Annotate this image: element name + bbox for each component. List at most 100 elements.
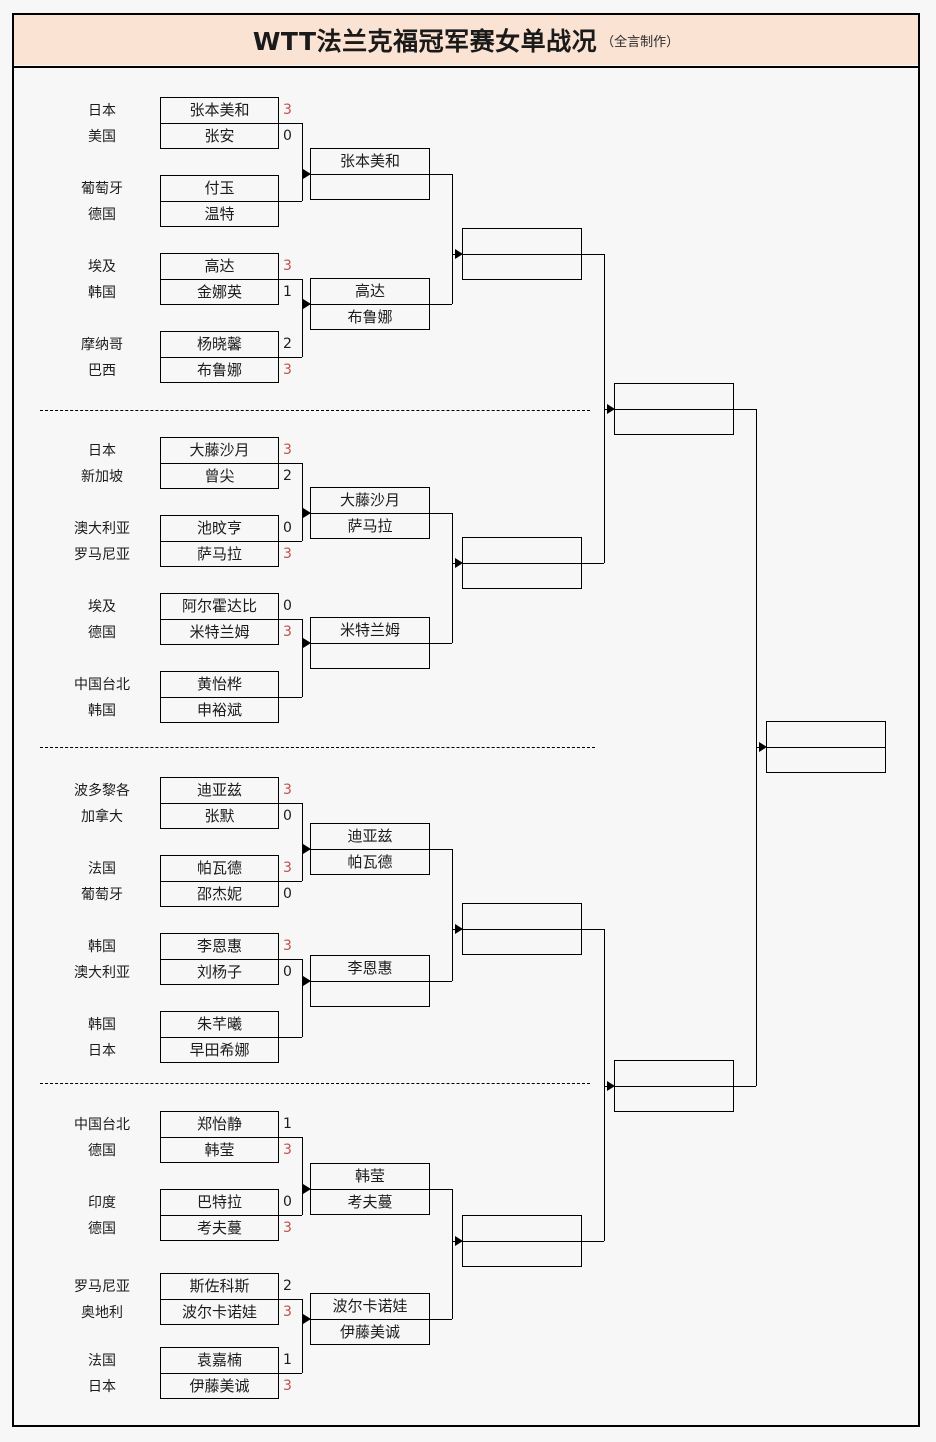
connector-line [279, 541, 302, 542]
round2-runnerup-cell: 萨马拉 [310, 513, 430, 539]
round1-score: 0 [283, 964, 292, 980]
connector-line [452, 563, 455, 564]
connector-line [430, 174, 452, 175]
round1-player-cell: 伊藤美诚 [160, 1373, 279, 1399]
round1-player-cell: 温特 [160, 201, 279, 227]
final-runnerup-cell [766, 747, 886, 773]
title-divider [14, 66, 918, 68]
round4-runnerup-cell [614, 409, 734, 435]
title-banner: WTT法兰克福冠军赛女单战况 （全言制作） [14, 15, 918, 65]
connector-line [430, 304, 452, 305]
round1-player-cell: 米特兰姆 [160, 619, 279, 645]
round1-country-label: 法国 [88, 1353, 116, 1369]
round1-country-label: 中国台北 [74, 1117, 130, 1133]
round1-country-label: 葡萄牙 [81, 887, 123, 903]
round2-runnerup-cell: 考夫蔓 [310, 1189, 430, 1215]
round1-score: 3 [283, 782, 292, 798]
round1-country-label: 葡萄牙 [81, 181, 123, 197]
round1-player-cell: 大藤沙月 [160, 437, 279, 463]
round1-country-label: 日本 [88, 443, 116, 459]
round2-winner-cell: 大藤沙月 [310, 487, 430, 513]
round1-score: 2 [283, 336, 292, 352]
final-winner-cell [766, 721, 886, 747]
round1-score: 1 [283, 1352, 292, 1368]
round1-country-label: 新加坡 [81, 469, 123, 485]
connector-line [302, 463, 303, 541]
quarter-separator [40, 1083, 590, 1084]
connector-line [302, 174, 303, 175]
round1-score: 2 [283, 1278, 292, 1294]
round4-winner-cell [614, 1060, 734, 1086]
round3-winner-cell [462, 537, 582, 563]
connector-line [302, 959, 303, 1037]
round1-country-label: 韩国 [88, 703, 116, 719]
round1-score: 3 [283, 442, 292, 458]
round1-player-cell: 韩莹 [160, 1137, 279, 1163]
round1-player-cell: 高达 [160, 253, 279, 279]
round1-player-cell: 杨晓馨 [160, 331, 279, 357]
connector-line [430, 1319, 452, 1320]
connector-line [279, 279, 302, 280]
connector-arrow [607, 404, 615, 414]
round1-player-cell: 曾尖 [160, 463, 279, 489]
round1-score: 3 [283, 624, 292, 640]
round1-country-label: 埃及 [88, 599, 116, 615]
round1-player-cell: 袁嘉楠 [160, 1347, 279, 1373]
round1-country-label: 加拿大 [81, 809, 123, 825]
connector-line [452, 174, 453, 304]
connector-line [302, 304, 303, 305]
round1-player-cell: 郑怡静 [160, 1111, 279, 1137]
round1-player-cell: 张默 [160, 803, 279, 829]
round3-runnerup-cell [462, 563, 582, 589]
round1-country-label: 奥地利 [81, 1305, 123, 1321]
connector-line [279, 201, 302, 202]
round1-player-cell: 张本美和 [160, 97, 279, 123]
round1-country-label: 德国 [88, 1221, 116, 1237]
round1-score: 0 [283, 808, 292, 824]
round3-runnerup-cell [462, 1241, 582, 1267]
round1-country-label: 摩纳哥 [81, 337, 123, 353]
round1-country-label: 美国 [88, 129, 116, 145]
round2-runnerup-cell [310, 174, 430, 200]
round1-player-cell: 波尔卡诺娃 [160, 1299, 279, 1325]
connector-line [452, 929, 455, 930]
connector-line [430, 513, 452, 514]
connector-line [430, 981, 452, 982]
round4-winner-cell [614, 383, 734, 409]
connector-line [302, 803, 303, 881]
connector-arrow [303, 508, 311, 518]
connector-line [756, 747, 759, 748]
round1-player-cell: 申裕斌 [160, 697, 279, 723]
round3-winner-cell [462, 1215, 582, 1241]
round1-country-label: 日本 [88, 1379, 116, 1395]
quarter-separator [40, 410, 590, 411]
round1-country-label: 韩国 [88, 1017, 116, 1033]
round3-runnerup-cell [462, 929, 582, 955]
connector-arrow [303, 1314, 311, 1324]
connector-line [279, 1137, 302, 1138]
connector-line [734, 1086, 756, 1087]
connector-arrow [759, 742, 767, 752]
connector-arrow [455, 924, 463, 934]
connector-line [279, 1037, 302, 1038]
round1-country-label: 韩国 [88, 285, 116, 301]
round2-winner-cell: 韩莹 [310, 1163, 430, 1189]
round1-country-label: 法国 [88, 861, 116, 877]
connector-line [279, 619, 302, 620]
round1-country-label: 德国 [88, 625, 116, 641]
connector-line [279, 1373, 302, 1374]
page-subtitle: （全言制作） [601, 34, 680, 50]
connector-line [582, 254, 604, 255]
round1-country-label: 日本 [88, 103, 116, 119]
round2-runnerup-cell: 布鲁娜 [310, 304, 430, 330]
connector-line [302, 619, 303, 697]
round2-runnerup-cell [310, 981, 430, 1007]
round1-country-label: 德国 [88, 1143, 116, 1159]
round1-score: 3 [283, 102, 292, 118]
round1-player-cell: 刘杨子 [160, 959, 279, 985]
connector-line [279, 803, 302, 804]
round1-score: 1 [283, 1116, 292, 1132]
connector-line [582, 1241, 604, 1242]
round1-country-label: 德国 [88, 207, 116, 223]
